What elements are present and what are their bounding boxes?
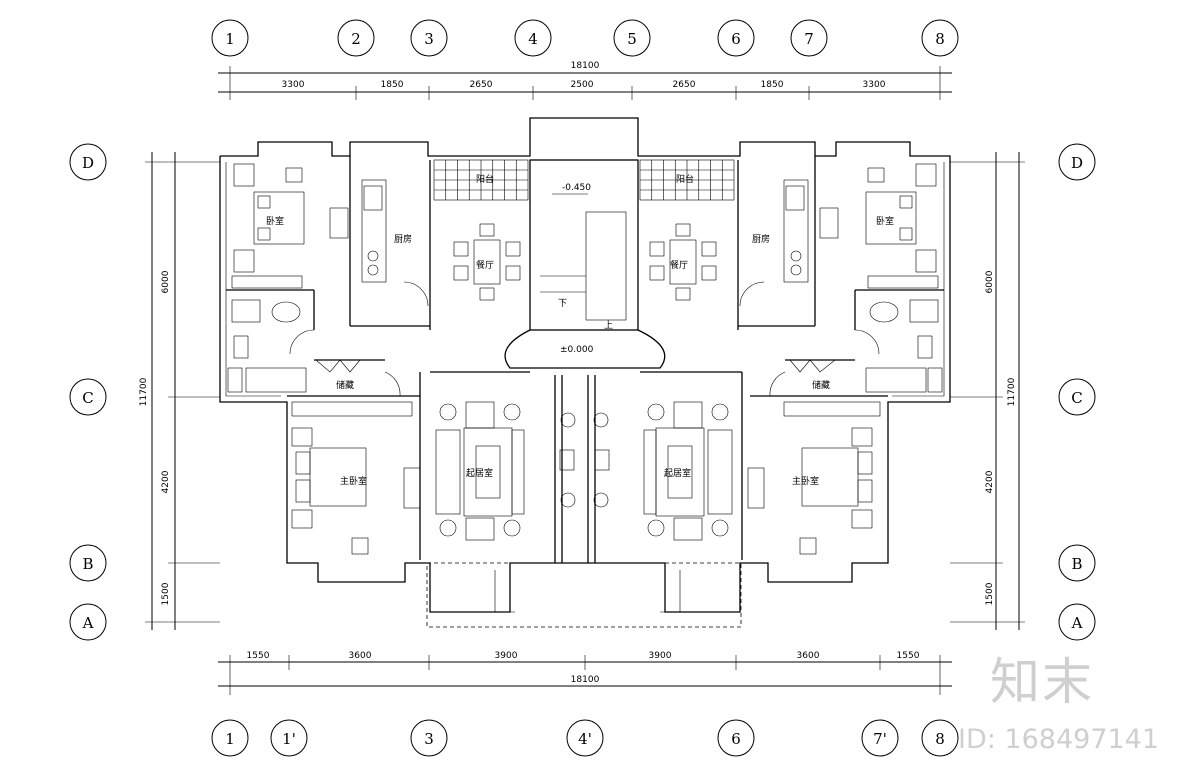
balcony-tiles bbox=[434, 160, 734, 200]
room-label-balcony-right: 阳台 bbox=[676, 173, 694, 185]
axis-label: 1 bbox=[225, 730, 235, 748]
axis-label: 1 bbox=[225, 30, 235, 48]
dim-segment: 3900 bbox=[649, 651, 672, 661]
room-label-kitchen-left: 厨房 bbox=[394, 233, 412, 245]
right-axis: D C B A 6000 4200 1500 11700 bbox=[950, 143, 1096, 641]
top-axis-bubbles: 1 2 3 4 5 6 7 8 bbox=[211, 19, 959, 57]
axis-label: A bbox=[82, 614, 94, 632]
room-label-storage-right: 储藏 bbox=[812, 379, 830, 391]
axis-label: 6 bbox=[731, 730, 741, 748]
watermark-id: ID: 168497141 bbox=[958, 724, 1160, 755]
top-dimensions: 18100 3300 1850 2650 2500 2650 1850 3300 bbox=[218, 61, 952, 100]
room-label-master-bedroom-left: 主卧室 bbox=[340, 475, 367, 487]
axis-label: 2 bbox=[351, 30, 361, 48]
dim-segment: 3900 bbox=[495, 651, 518, 661]
axis-label: 4 bbox=[528, 30, 538, 48]
dim-total: 18100 bbox=[571, 675, 600, 685]
axis-label: B bbox=[82, 555, 93, 573]
dim-total: 11700 bbox=[139, 377, 149, 406]
room-label-master-bedroom-right: 主卧室 bbox=[792, 475, 819, 487]
dim-segment: 6000 bbox=[161, 270, 171, 293]
room-label-living-left: 起居室 bbox=[466, 467, 493, 479]
axis-label: B bbox=[1071, 555, 1082, 573]
dim-segment: 3600 bbox=[349, 651, 372, 661]
axis-label: 8 bbox=[935, 730, 945, 748]
room-label-bedroom-right: 卧室 bbox=[876, 215, 894, 227]
room-label-dining-left: 餐厅 bbox=[476, 259, 494, 271]
axis-label: 4' bbox=[578, 730, 592, 748]
dim-segment: 1550 bbox=[247, 651, 270, 661]
axis-label: 7' bbox=[873, 730, 887, 748]
axis-label: C bbox=[1071, 389, 1082, 407]
dim-segment: 2650 bbox=[673, 80, 696, 90]
axis-label: C bbox=[82, 389, 93, 407]
dim-segment: 4200 bbox=[985, 470, 995, 493]
watermark-logo: 知末 bbox=[990, 653, 1094, 711]
dim-segment: 2650 bbox=[470, 80, 493, 90]
dim-segment: 1500 bbox=[161, 582, 171, 605]
level-upper: -0.450 bbox=[562, 183, 591, 193]
dim-segment: 3300 bbox=[282, 80, 305, 90]
axis-label: 3 bbox=[424, 730, 434, 748]
room-label-storage-left: 储藏 bbox=[336, 379, 354, 391]
dim-segment: 4200 bbox=[161, 470, 171, 493]
axis-label: 5 bbox=[627, 30, 637, 48]
left-axis: D C B A 6000 4200 1500 11700 bbox=[69, 143, 220, 641]
room-label-dining-right: 餐厅 bbox=[670, 259, 688, 271]
dim-segment: 3600 bbox=[797, 651, 820, 661]
level-lower: ±0.000 bbox=[560, 345, 594, 355]
dim-segment: 1850 bbox=[761, 80, 784, 90]
building-walls bbox=[219, 117, 951, 628]
axis-label: A bbox=[1071, 614, 1083, 632]
dim-segment: 3300 bbox=[863, 80, 886, 90]
dim-segment: 1850 bbox=[381, 80, 404, 90]
axis-label: 7 bbox=[804, 30, 814, 48]
dim-total: 18100 bbox=[571, 61, 600, 71]
room-labels: 卧室 厨房 阳台 餐厅 储藏 主卧室 起居室 卧室 厨房 阳台 餐厅 储藏 主卧… bbox=[266, 173, 894, 487]
dim-segment: 2500 bbox=[571, 80, 594, 90]
room-label-bedroom-left: 卧室 bbox=[266, 215, 284, 227]
furniture bbox=[227, 163, 943, 555]
room-label-living-right: 起居室 bbox=[664, 467, 691, 479]
dim-segment: 1500 bbox=[985, 582, 995, 605]
axis-label: 6 bbox=[731, 30, 741, 48]
axis-label: D bbox=[82, 154, 94, 172]
bottom-axis-bubbles: 1 1' 3 4' 6 7' 8 bbox=[211, 719, 959, 757]
bottom-dimensions: 1550 3600 3900 3900 3600 1550 18100 bbox=[218, 651, 952, 695]
axis-label: 1' bbox=[282, 730, 296, 748]
dim-segment: 6000 bbox=[985, 270, 995, 293]
axis-label: 3 bbox=[424, 30, 434, 48]
dim-segment: 1550 bbox=[897, 651, 920, 661]
dim-total: 11700 bbox=[1007, 377, 1017, 406]
room-label-kitchen-right: 厨房 bbox=[752, 233, 770, 245]
axis-label: 8 bbox=[935, 30, 945, 48]
stair-up: 上 bbox=[604, 320, 613, 331]
axis-label: D bbox=[1071, 154, 1083, 172]
room-label-balcony-left: 阳台 bbox=[476, 173, 494, 185]
stair-down: 下 bbox=[558, 299, 567, 309]
